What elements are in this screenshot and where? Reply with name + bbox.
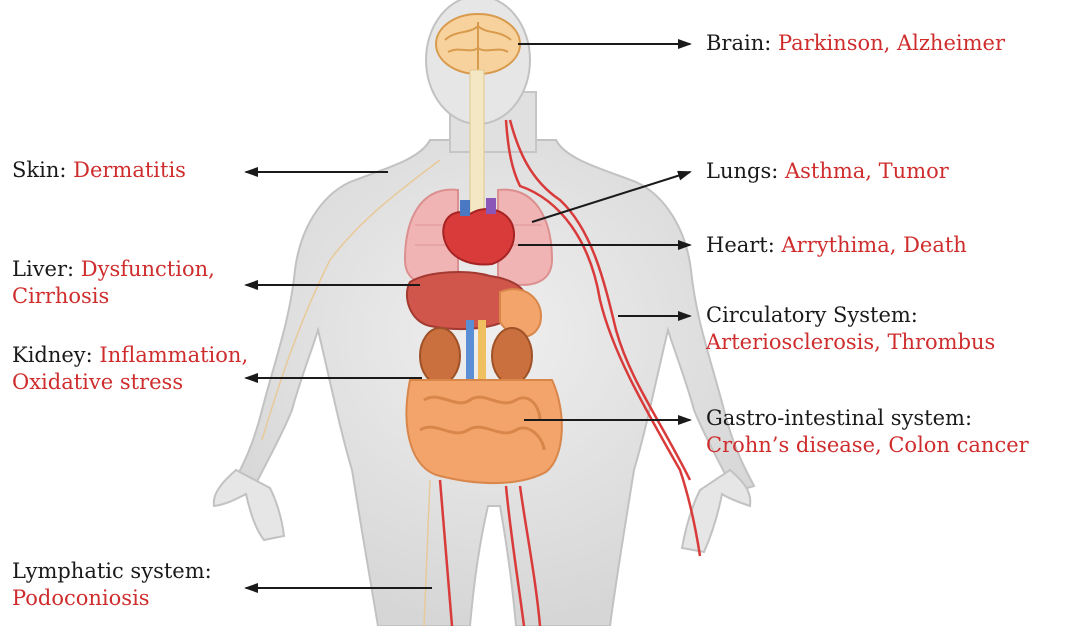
left-hand-shape: [214, 470, 284, 540]
label-circulatory-title: Circulatory System:: [706, 303, 918, 327]
label-liver-diseases-2: Cirrhosis: [12, 284, 109, 308]
label-lymphatic-diseases: Podoconiosis: [12, 586, 150, 610]
label-brain-title: Brain:: [706, 31, 778, 55]
label-heart-title: Heart:: [706, 233, 782, 257]
label-liver-title: Liver:: [12, 257, 81, 281]
label-brain-diseases: Parkinson, Alzheimer: [778, 31, 1005, 55]
label-kidney-diseases: Inflammation,: [99, 343, 248, 367]
label-circulatory-diseases: Arteriosclerosis, Thrombus: [706, 330, 995, 354]
label-lungs-title: Lungs:: [706, 159, 785, 183]
label-skin-title: Skin:: [12, 158, 73, 182]
label-skin-diseases: Dermatitis: [73, 158, 186, 182]
label-heart: Heart: Arrythima, Death: [706, 232, 967, 259]
label-liver: Liver: Dysfunction, Cirrhosis: [12, 256, 215, 310]
label-lymphatic: Lymphatic system: Podoconiosis: [12, 558, 212, 612]
label-circulatory: Circulatory System: Arteriosclerosis, Th…: [706, 302, 995, 356]
spinal-cord: [470, 70, 484, 220]
label-kidney-diseases-2: Oxidative stress: [12, 370, 183, 394]
label-kidney-title: Kidney:: [12, 343, 99, 367]
label-brain: Brain: Parkinson, Alzheimer: [706, 30, 1005, 57]
label-gastro: Gastro-intestinal system: Crohn’s diseas…: [706, 405, 1029, 459]
label-skin: Skin: Dermatitis: [12, 157, 186, 184]
brain-organ: [436, 14, 520, 74]
label-gastro-diseases: Crohn’s disease, Colon cancer: [706, 433, 1029, 457]
label-lungs-diseases: Asthma, Tumor: [785, 159, 949, 183]
label-kidney: Kidney: Inflammation, Oxidative stress: [12, 342, 248, 396]
label-gastro-title: Gastro-intestinal system:: [706, 406, 972, 430]
label-lymphatic-title: Lymphatic system:: [12, 559, 212, 583]
label-lungs: Lungs: Asthma, Tumor: [706, 158, 949, 185]
label-liver-diseases: Dysfunction,: [81, 257, 215, 281]
intestines-organ: [407, 380, 562, 483]
label-heart-diseases: Arrythima, Death: [782, 233, 967, 257]
